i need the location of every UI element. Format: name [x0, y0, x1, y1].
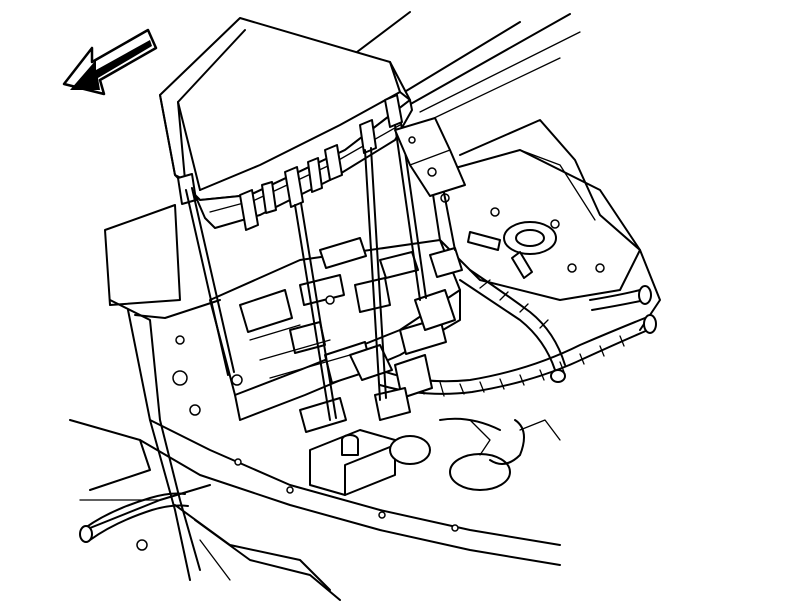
mounting-bracket: [394, 117, 466, 197]
strut-tower: [429, 149, 641, 301]
fuse-box-cover: [159, 17, 413, 231]
harness-connectors: [299, 247, 463, 433]
forward-direction-arrow-icon: [62, 28, 158, 96]
radiator-support-rail: [139, 419, 561, 601]
fuse-relay-box: [209, 237, 461, 421]
lower-components: [309, 417, 561, 496]
left-fender-panel: [69, 204, 221, 581]
lower-hose: [79, 492, 189, 551]
